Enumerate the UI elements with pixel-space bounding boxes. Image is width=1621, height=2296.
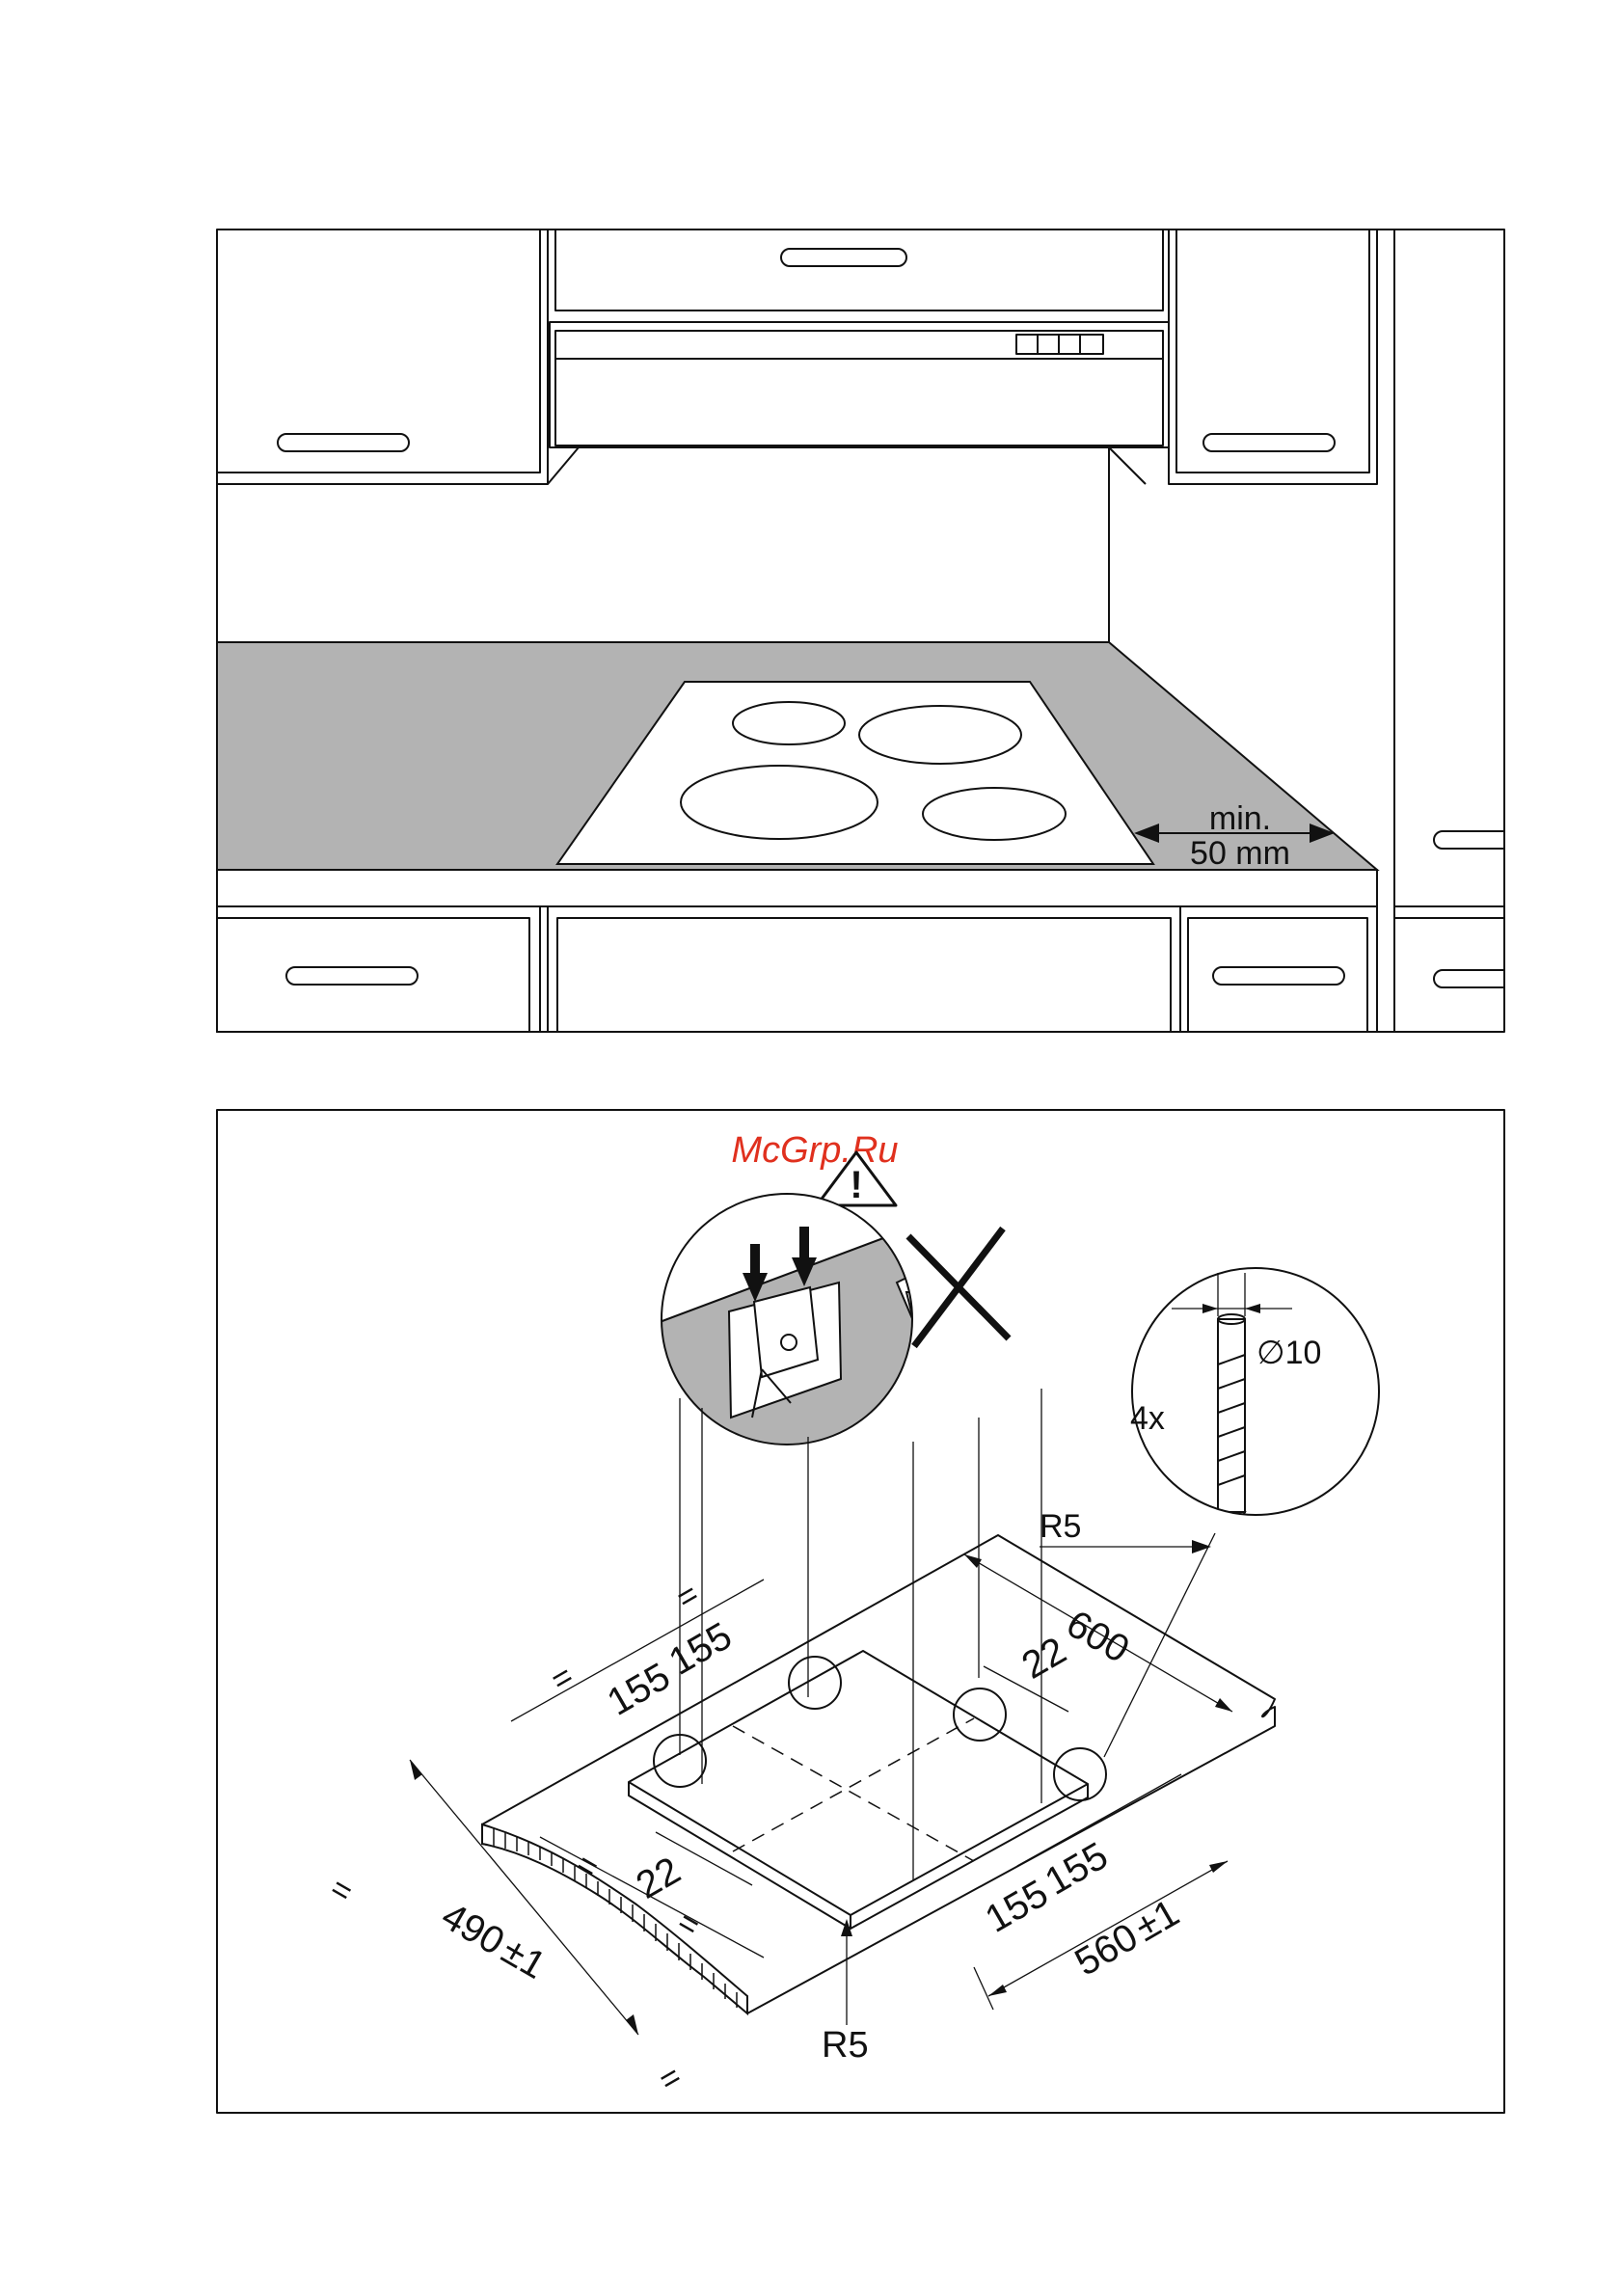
clamp-position-marker [1054, 1748, 1106, 1800]
base-cabinets [217, 906, 1377, 1032]
dim-490-label: 490 [435, 1895, 512, 1963]
dim-490-group: 490 ±1 [435, 1895, 554, 1987]
cutout-diagram: McGrp.Ru ! [217, 1110, 1504, 2113]
clearance-label-line2: 50 mm [1190, 835, 1290, 872]
clamp-position-marker [789, 1657, 841, 1709]
cabinet-handle [278, 434, 409, 451]
radius-label-top: R5 [1040, 1508, 1081, 1545]
upper-middle-cabinet [555, 230, 1163, 311]
dim-155-right-b: 155 [1039, 1834, 1116, 1903]
clamp-detail-circle [636, 1172, 1061, 1504]
tall-right-cabinet [1394, 230, 1504, 1032]
radius-label-bottom: R5 [822, 2025, 869, 2066]
screw-count-label: 4x [1130, 1400, 1165, 1437]
cabinet-handle [1434, 970, 1504, 987]
cooker-hood [548, 322, 1169, 484]
watermark-text: McGrp.Ru [731, 1130, 898, 1171]
equal-mark: = [653, 2058, 688, 2099]
warning-symbol: ! [850, 1164, 862, 1206]
upper-right-cabinet [1169, 230, 1377, 484]
hole-diameter-label: ∅10 [1256, 1335, 1321, 1371]
clamp-incorrect [897, 1244, 1003, 1369]
clearance-label-line1: min. [1209, 800, 1271, 837]
dim-22-left-label: 22 [630, 1849, 689, 1906]
equal-mark: = [670, 1576, 705, 1617]
cross-out-icon [908, 1229, 1009, 1346]
equal-mark: = [545, 1658, 580, 1699]
cabinet-handle [781, 249, 906, 266]
cabinet-handle [1213, 967, 1344, 985]
dim-155-left-b: 155 [662, 1614, 740, 1683]
cabinet-handle [1203, 434, 1335, 451]
dim-560-group: 560 ±1 [1068, 1892, 1187, 1985]
drill-detail-circle: ∅10 4x [1119, 1268, 1408, 1562]
drill-bit-icon [1218, 1314, 1245, 1538]
dim-600-label: 600 [1060, 1603, 1137, 1671]
kitchen-frame [217, 230, 1504, 1032]
projection-lines [680, 1389, 1041, 1880]
dim-560-label: 560 [1068, 1915, 1146, 1984]
clamp-position-marker [954, 1688, 1006, 1741]
equal-mark: = [324, 1870, 359, 1911]
kitchen-illustration: min. 50 mm [217, 230, 1504, 1032]
cabinet-handle [286, 967, 418, 985]
upper-left-cabinet [217, 230, 548, 484]
cabinet-handle [1434, 831, 1504, 849]
